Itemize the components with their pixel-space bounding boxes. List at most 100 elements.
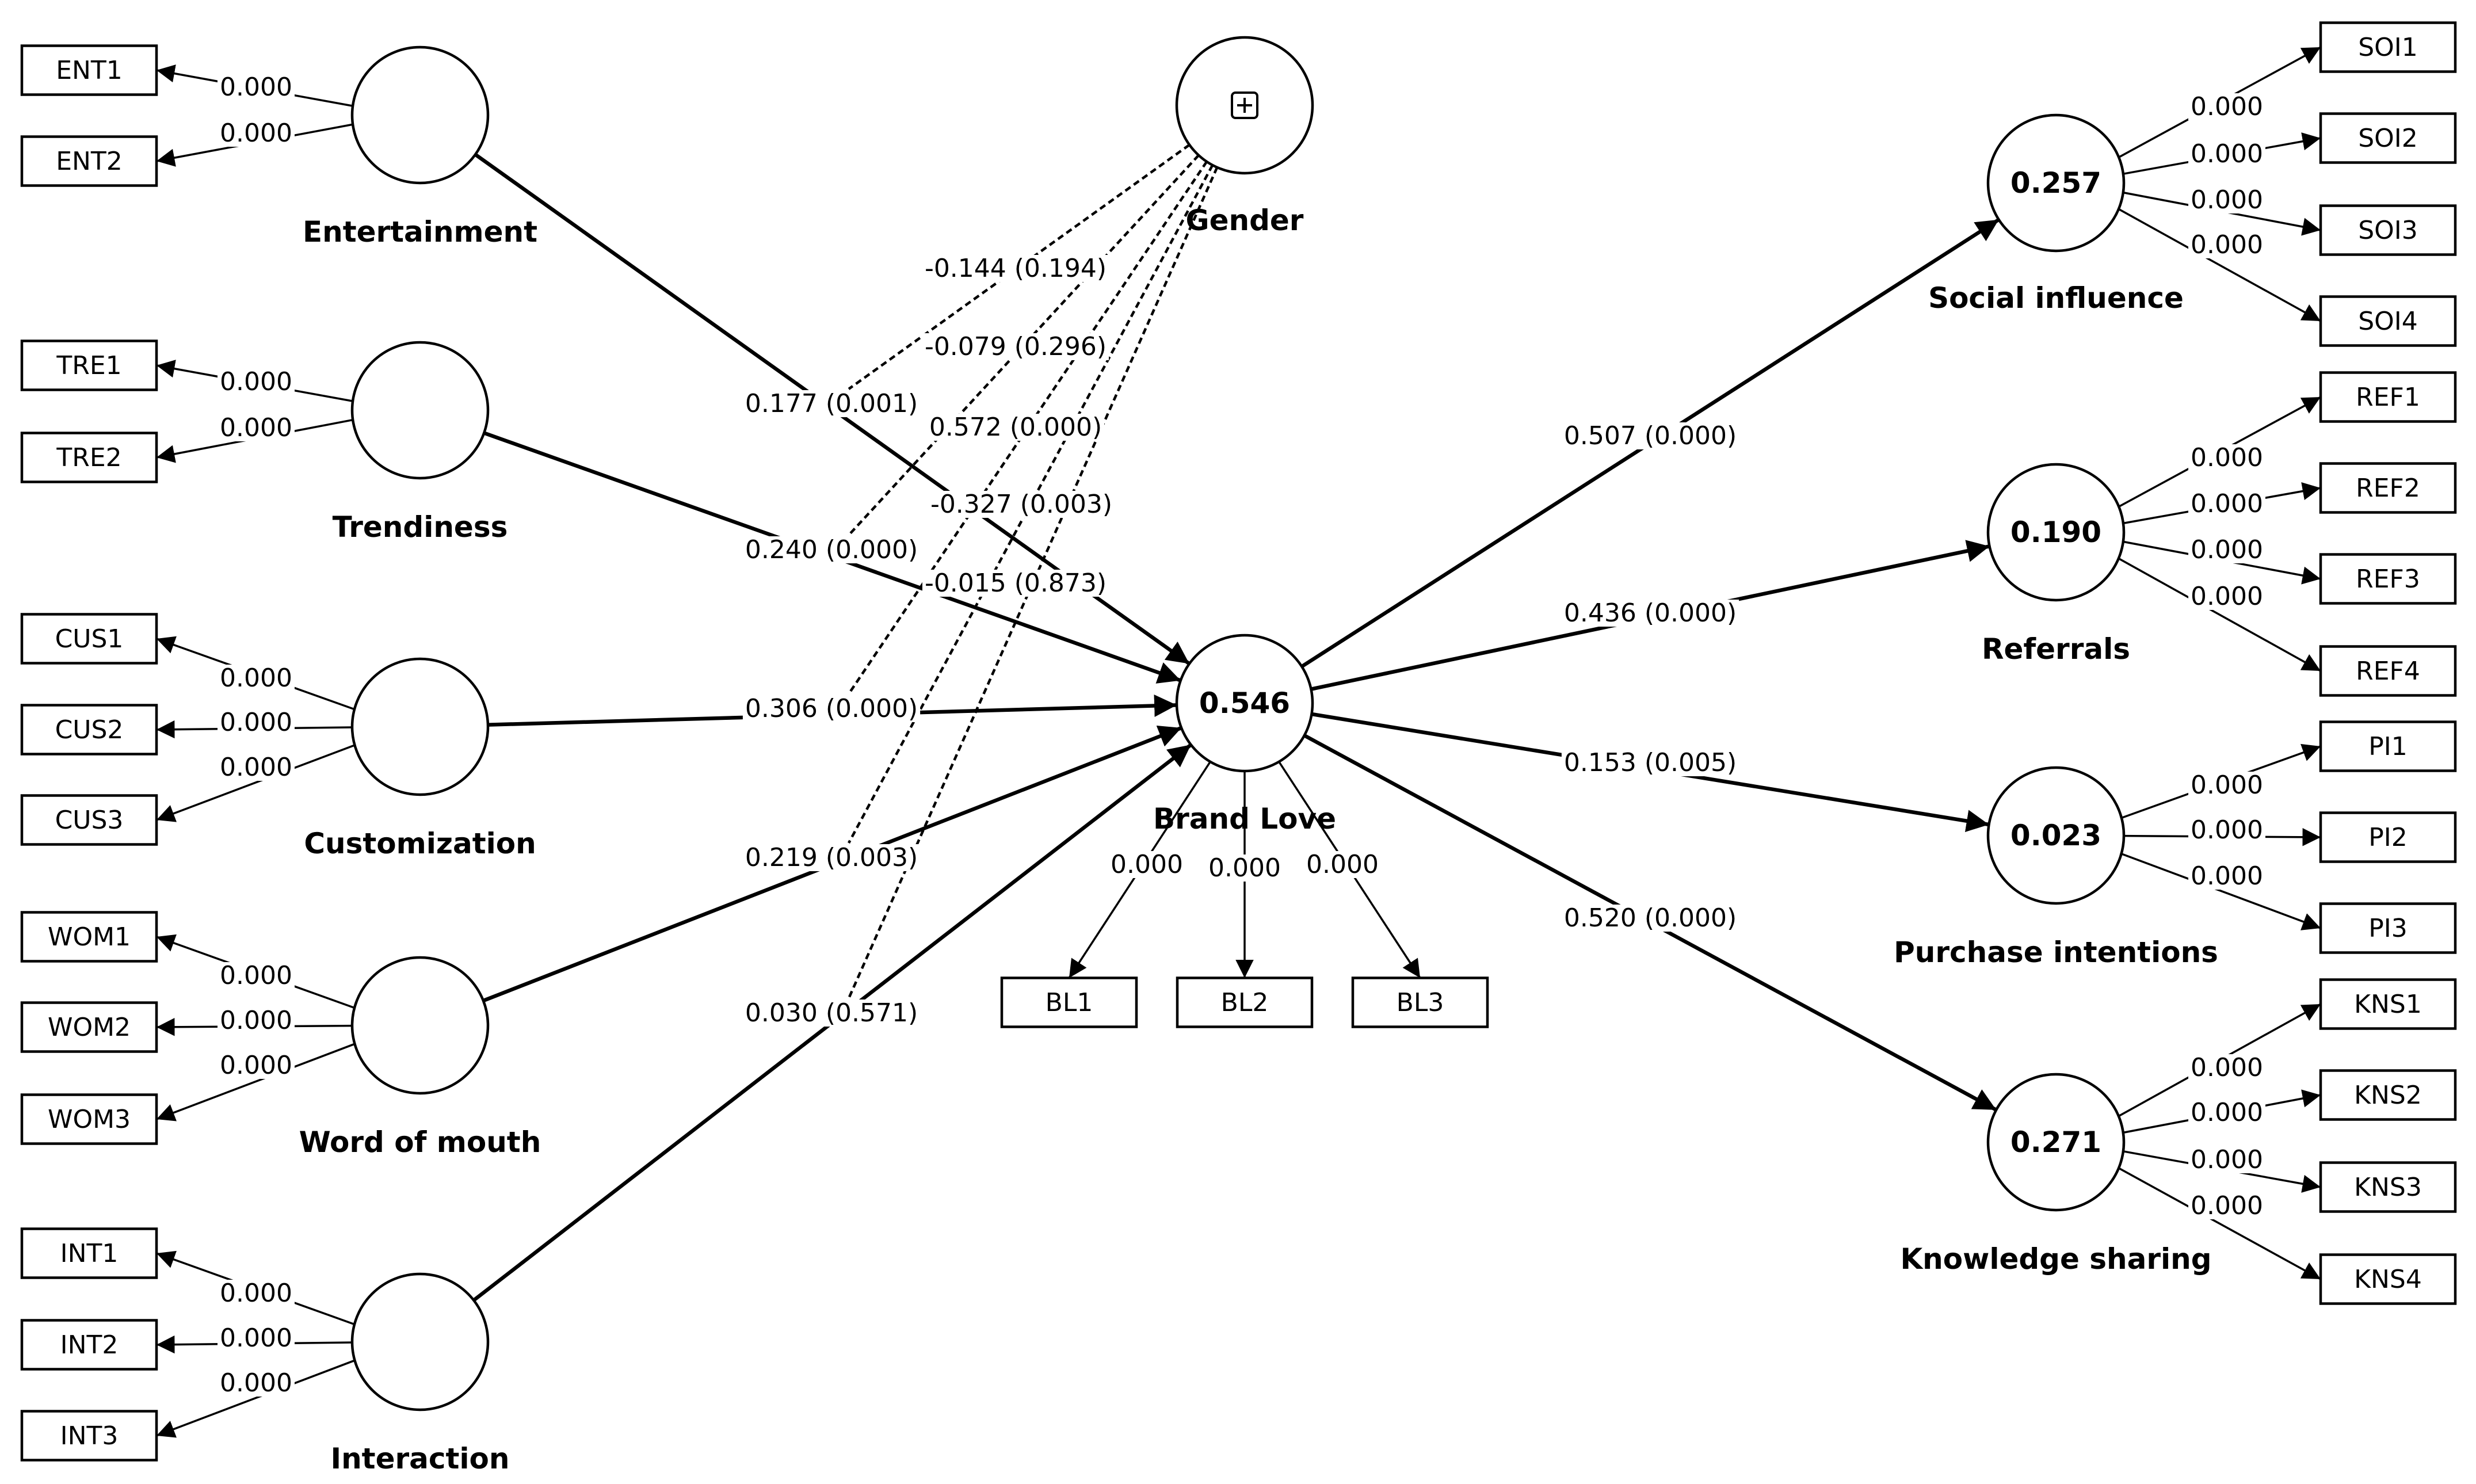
- indicator-box: [20, 1410, 158, 1462]
- construct-trendiness[interactable]: [350, 341, 490, 480]
- indicator-soi2[interactable]: SOI2: [2319, 112, 2457, 164]
- loading-label-cus3-text: 0.000: [220, 753, 292, 782]
- indicator-bl1[interactable]: BL1: [1000, 976, 1138, 1028]
- indicator-int1[interactable]: INT1: [20, 1227, 158, 1279]
- path-coefficient-interaction-to-brand-love: 0.030 (0.571): [742, 998, 921, 1028]
- r-squared-value: 0.190: [2010, 516, 2101, 549]
- loading-arrow-ref4: [2118, 557, 2321, 672]
- indicator-kns4[interactable]: KNS4: [2319, 1253, 2457, 1305]
- construct-purchase-intentions[interactable]: 0.023: [1986, 766, 2126, 905]
- indicator-wom3[interactable]: WOM3: [20, 1093, 158, 1145]
- indicator-boxes-layer: ENT1ENT2TRE1TRE2CUS1CUS2CUS3WOM1WOM2WOM3…: [20, 21, 2457, 1462]
- indicator-ref4[interactable]: REF4: [2319, 645, 2457, 697]
- loading-label-kns1-bg: [2188, 1054, 2265, 1081]
- indicator-box: [1351, 976, 1489, 1028]
- loading-label-kns2: 0.000: [2188, 1098, 2265, 1127]
- construct-circle: [350, 657, 490, 796]
- loading-label-cus2-text: 0.000: [220, 708, 292, 737]
- indicator-ref3[interactable]: REF3: [2319, 553, 2457, 605]
- loading-label-ref4-text: 0.000: [2191, 582, 2263, 611]
- loading-label-ent2-bg: [218, 120, 295, 147]
- loading-label-wom1: 0.000: [218, 961, 295, 990]
- indicator-box: [2319, 112, 2457, 164]
- construct-gender[interactable]: [1175, 36, 1314, 175]
- loading-label-ref1: 0.000: [2188, 443, 2265, 472]
- indicator-cus3[interactable]: CUS3: [20, 794, 158, 846]
- loading-label-ref4: 0.000: [2188, 582, 2265, 611]
- loading-label-bl1-text: 0.000: [1111, 850, 1183, 879]
- loading-label-int3-text: 0.000: [220, 1368, 292, 1398]
- loading-label-cus3: 0.000: [218, 753, 295, 782]
- loading-label-soi2-bg: [2188, 140, 2265, 167]
- construct-knowledge-sharing[interactable]: 0.271: [1986, 1073, 2126, 1212]
- path-coefficient-trendiness-to-brand-love-bg: [742, 536, 921, 563]
- loading-label-wom1-bg: [218, 962, 295, 989]
- indicator-pi2[interactable]: PI2: [2319, 811, 2457, 863]
- indicator-kns1[interactable]: KNS1: [2319, 978, 2457, 1030]
- indicator-ref1[interactable]: REF1: [2319, 371, 2457, 423]
- moderation-coefficient-trendiness-text: -0.079 (0.296): [925, 332, 1107, 361]
- moderation-coefficient-customization-bg: [926, 414, 1105, 441]
- loading-label-int2-bg: [218, 1325, 295, 1352]
- construct-name-brand-love: Brand Love: [1153, 802, 1336, 836]
- moderation-coefficient-entertainment-text: -0.144 (0.194): [925, 254, 1107, 283]
- indicator-soi1[interactable]: SOI1: [2319, 21, 2457, 73]
- path-coefficient-brand-love-to-knowledge-sharing-bg: [1561, 905, 1739, 932]
- loading-label-soi3: 0.000: [2188, 185, 2265, 215]
- indicator-ref2[interactable]: REF2: [2319, 462, 2457, 514]
- indicator-wom1[interactable]: WOM1: [20, 911, 158, 963]
- indicator-ent2[interactable]: ENT2: [20, 135, 158, 187]
- indicator-pi3[interactable]: PI3: [2319, 902, 2457, 954]
- indicator-tre2[interactable]: TRE2: [20, 432, 158, 483]
- indicator-label: KNS1: [2354, 990, 2422, 1019]
- plus-square-icon[interactable]: [1231, 91, 1258, 119]
- loading-label-ent2-text: 0.000: [220, 119, 292, 148]
- indicator-ent1[interactable]: ENT1: [20, 44, 158, 96]
- construct-entertainment[interactable]: [350, 45, 490, 185]
- construct-social-influence[interactable]: 0.257: [1986, 113, 2126, 253]
- indicator-label: CUS3: [55, 806, 124, 835]
- indicator-box: [2319, 553, 2457, 605]
- indicator-cus1[interactable]: CUS1: [20, 613, 158, 665]
- indicator-box: [2319, 1253, 2457, 1305]
- construct-circle: [1986, 1073, 2126, 1212]
- indicator-bl2[interactable]: BL2: [1176, 976, 1314, 1028]
- indicator-box: [20, 44, 158, 96]
- path-coefficient-entertainment-to-brand-love-text: 0.177 (0.001): [745, 389, 918, 418]
- loading-label-tre1: 0.000: [218, 367, 295, 396]
- construct-customization[interactable]: [350, 657, 490, 796]
- path-coefficient-word-of-mouth-to-brand-love: 0.219 (0.003): [742, 843, 921, 872]
- indicator-box: [2319, 21, 2457, 73]
- indicator-label: REF2: [2356, 474, 2420, 503]
- loading-arrow-pi3: [2121, 853, 2321, 930]
- loading-label-int1: 0.000: [218, 1279, 295, 1308]
- path-coefficient-customization-to-brand-love-bg: [742, 695, 921, 722]
- indicator-kns2[interactable]: KNS2: [2319, 1069, 2457, 1121]
- construct-name-entertainment: Entertainment: [303, 215, 537, 249]
- indicator-cus2[interactable]: CUS2: [20, 704, 158, 756]
- loading-label-ent1-text: 0.000: [220, 73, 292, 102]
- construct-word-of-mouth[interactable]: [350, 956, 490, 1095]
- construct-referrals[interactable]: 0.190: [1986, 463, 2126, 602]
- indicator-wom2[interactable]: WOM2: [20, 1001, 158, 1053]
- indicator-bl3[interactable]: BL3: [1351, 976, 1489, 1028]
- construct-name-interaction: Interaction: [330, 1442, 509, 1475]
- indicator-tre1[interactable]: TRE1: [20, 339, 158, 391]
- construct-brand-love[interactable]: 0.546: [1175, 634, 1314, 773]
- indicator-kns3[interactable]: KNS3: [2319, 1161, 2457, 1213]
- indicator-label: KNS2: [2354, 1081, 2422, 1110]
- moderation-coefficient-word-of-mouth: -0.327 (0.003): [928, 490, 1115, 519]
- indicator-soi3[interactable]: SOI3: [2319, 204, 2457, 256]
- indicator-label: BL2: [1221, 988, 1269, 1017]
- indicator-int3[interactable]: INT3: [20, 1410, 158, 1462]
- construct-circle: [1986, 113, 2126, 253]
- indicator-label: SOI4: [2358, 307, 2418, 336]
- path-coefficient-brand-love-to-social-influence-bg: [1561, 422, 1739, 449]
- construct-interaction[interactable]: [350, 1272, 490, 1411]
- indicator-int2[interactable]: INT2: [20, 1319, 158, 1371]
- indicator-soi4[interactable]: SOI4: [2319, 295, 2457, 347]
- loading-label-ref3: 0.000: [2188, 535, 2265, 564]
- indicator-pi1[interactable]: PI1: [2319, 720, 2457, 772]
- construct-name-trendiness: Trendiness: [333, 510, 508, 544]
- loading-label-kns3-text: 0.000: [2191, 1145, 2263, 1174]
